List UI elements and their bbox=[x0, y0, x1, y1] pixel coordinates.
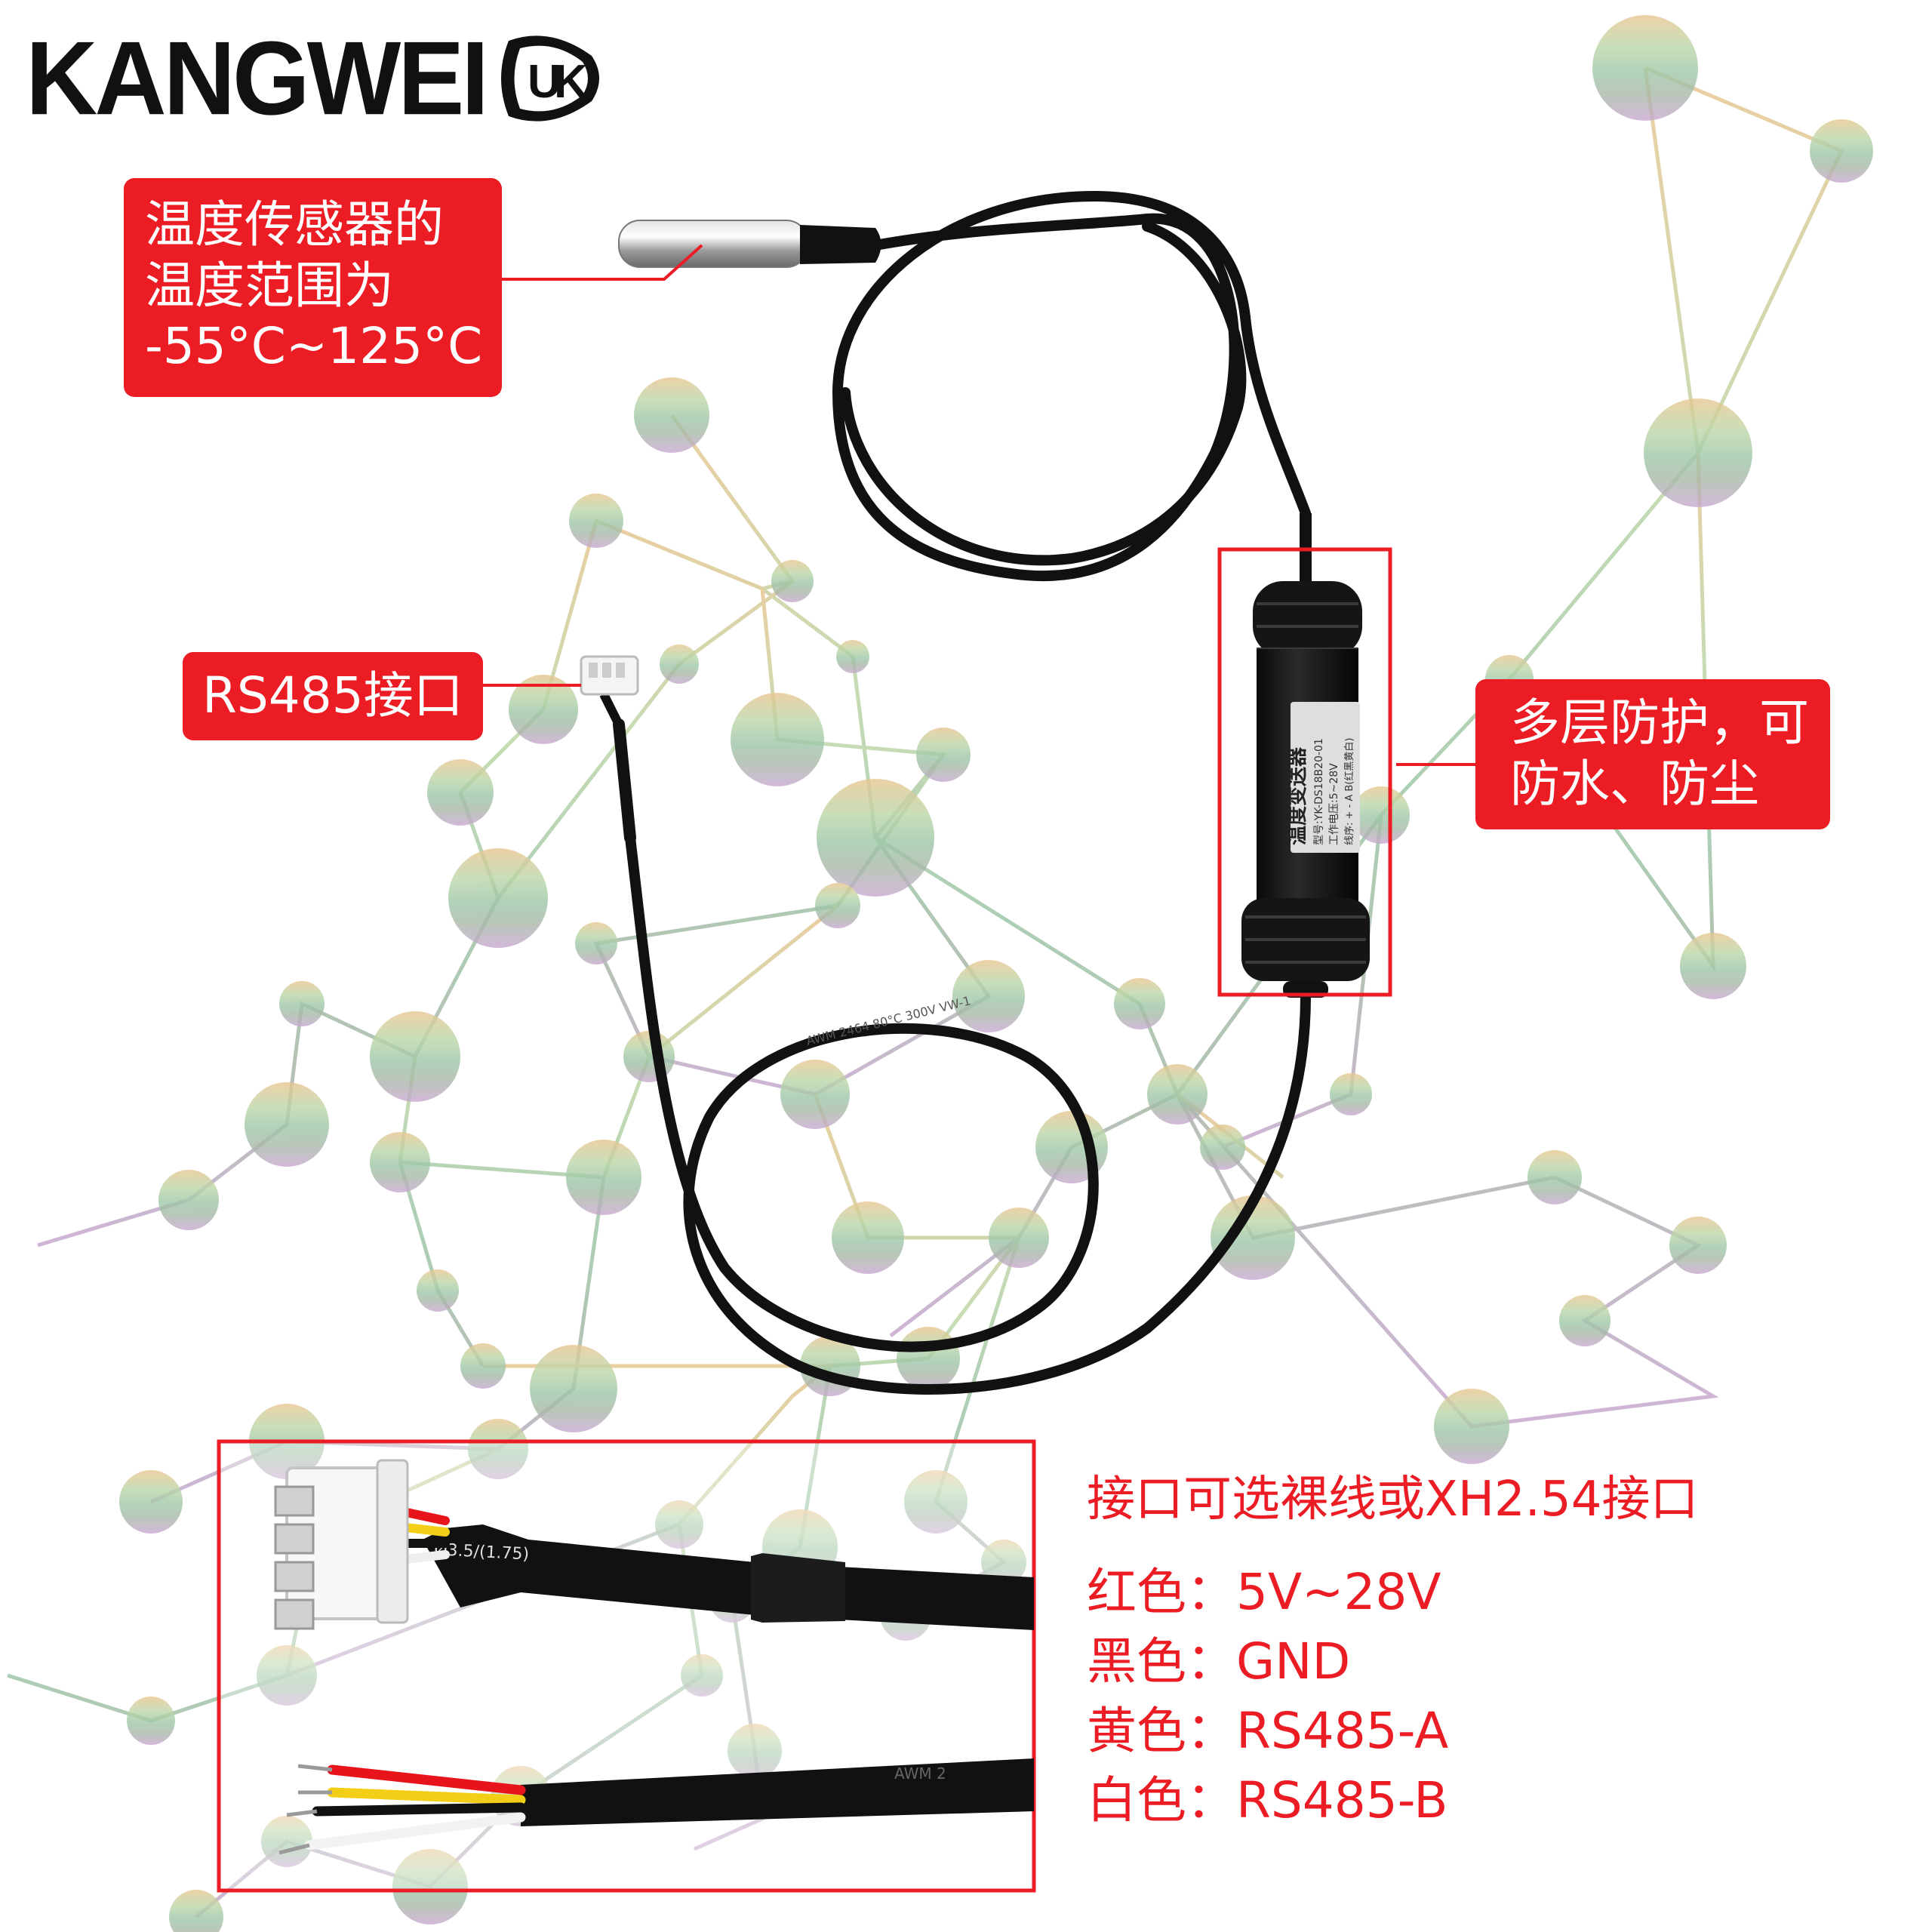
xh254-connector-closeup: Ø3.5/(1.75) bbox=[274, 1459, 1034, 1630]
wire-function: 5V~28V bbox=[1236, 1563, 1441, 1621]
cable-print-upper: AWM 2464 80°C 300V VW-1 bbox=[804, 993, 972, 1048]
callout-line: 防水、防尘 bbox=[1510, 754, 1759, 813]
rs485-connector bbox=[580, 655, 639, 727]
brand-logo: KANGWEI U K bbox=[26, 26, 607, 131]
sensor-cable bbox=[832, 190, 1311, 582]
wire-color-name: 红色： bbox=[1087, 1563, 1236, 1621]
callout-line: 多层防护，可 bbox=[1510, 694, 1809, 752]
transmitter-label-title: 温度变送器 bbox=[1286, 746, 1309, 845]
protection-callout: 多层防护，可 防水、防尘 bbox=[1475, 679, 1830, 830]
transmitter-highlight-box bbox=[1217, 547, 1392, 997]
rs485-interface-callout: RS485接口 bbox=[183, 652, 483, 740]
wire-color-name: 白色： bbox=[1087, 1771, 1236, 1829]
callout-line: 温度传感器的 bbox=[145, 195, 444, 254]
brand-name: KANGWEI bbox=[26, 20, 489, 137]
callout-line: 温度范围为 bbox=[145, 256, 394, 315]
transmitter-housing: 温度变送器 型号:YK-DS18B20-01 工作电压:5~28V 线序: + … bbox=[1241, 513, 1370, 998]
transmitter-label-model: 型号:YK-DS18B20-01 bbox=[1313, 738, 1325, 845]
wire-function: GND bbox=[1236, 1632, 1351, 1690]
transmitter-label-wiring: 线序: + - A B(红黑黄白) bbox=[1343, 738, 1355, 845]
wire-row-yellow: 黄色：RS485-A bbox=[1087, 1690, 1448, 1763]
cable-print-lower: AWM 2 bbox=[894, 1764, 946, 1783]
wire-color-name: 黑色： bbox=[1087, 1632, 1236, 1690]
brand-mark-letter-1: U bbox=[528, 56, 561, 108]
transmitter-label bbox=[1291, 702, 1360, 853]
callout-line: -55°C~125°C bbox=[145, 317, 483, 376]
wire-color-name: 黄色： bbox=[1087, 1702, 1236, 1760]
callout-leaders bbox=[477, 244, 1475, 766]
wire-function: RS485-B bbox=[1236, 1771, 1448, 1829]
brand-mark-icon: U K bbox=[500, 35, 599, 122]
wire-function: RS485-A bbox=[1236, 1702, 1449, 1760]
temperature-probe bbox=[618, 220, 881, 268]
callout-line: RS485接口 bbox=[202, 666, 463, 724]
wire-row-white: 白色：RS485-B bbox=[1087, 1760, 1447, 1832]
temperature-range-callout: 温度传感器的 温度范围为 -55°C~125°C bbox=[124, 178, 503, 397]
wire-row-red: 红色：5V~28V bbox=[1087, 1552, 1441, 1624]
wire-row-black: 黑色：GND bbox=[1087, 1621, 1350, 1694]
brand-mark-letter-2: K bbox=[554, 56, 588, 108]
wiring-info-title: 接口可选裸线或XH2.54接口 bbox=[1087, 1472, 1699, 1527]
output-cable bbox=[613, 718, 1311, 1395]
transmitter-label-voltage: 工作电压:5~28V bbox=[1328, 763, 1340, 845]
bare-wires-closeup: AWM 2 bbox=[278, 1758, 1034, 1855]
